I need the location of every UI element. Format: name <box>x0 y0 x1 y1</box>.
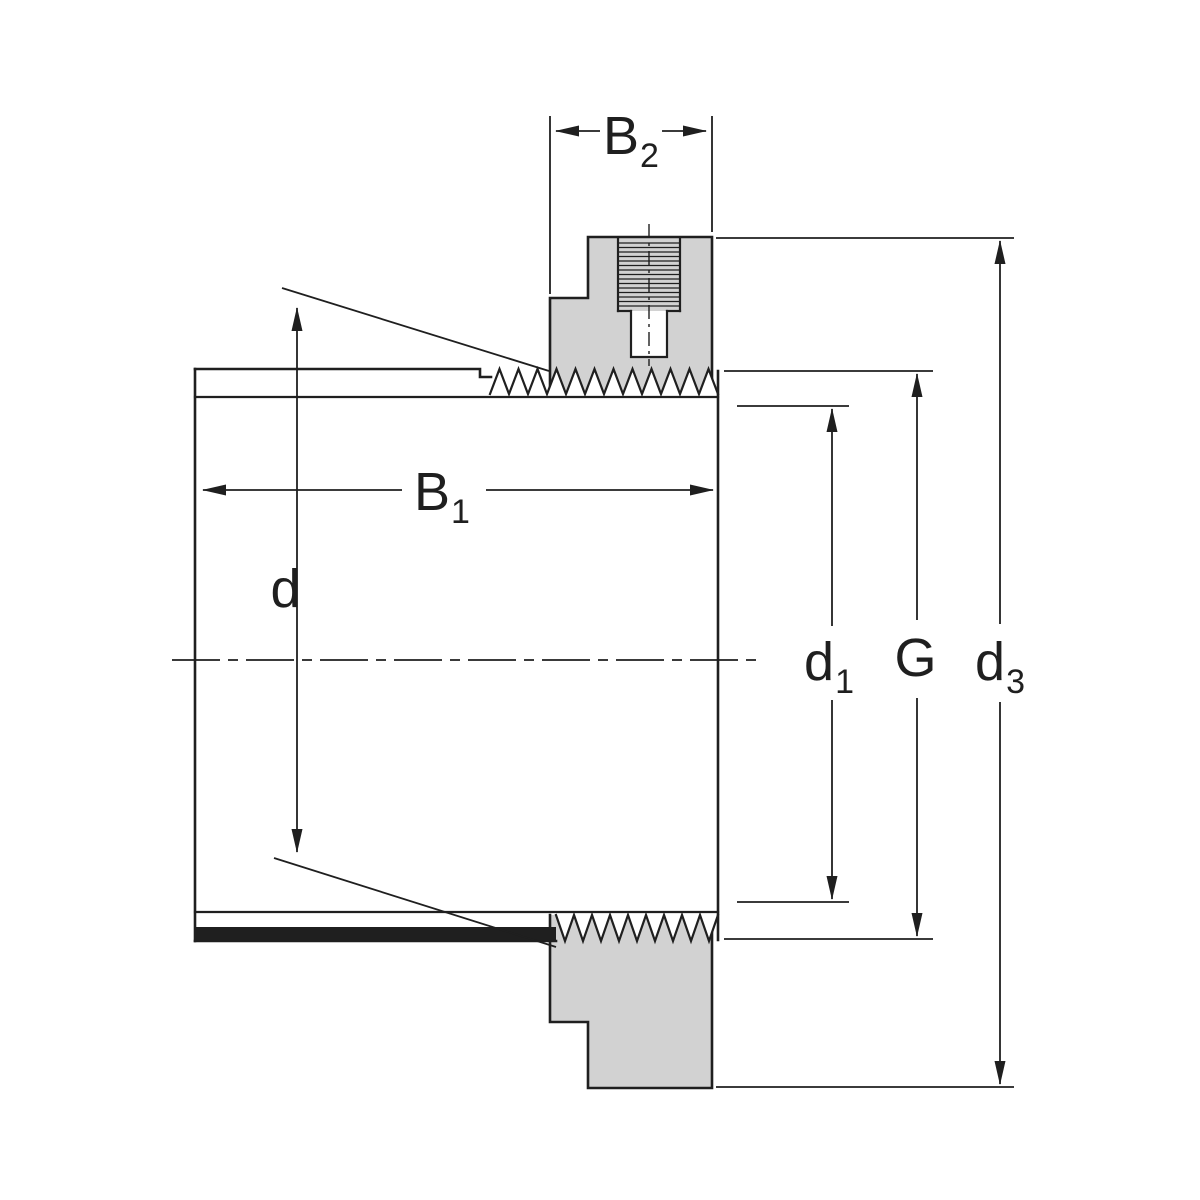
dim-label-b1-base: B <box>414 462 451 522</box>
thread-hatch <box>619 242 679 307</box>
dimension-d1 <box>737 405 849 903</box>
dim-label-g-base: G <box>894 628 937 688</box>
top-thread-zigzag <box>488 365 720 398</box>
bottom-locknut <box>548 913 714 1090</box>
sleeve-body <box>193 287 720 948</box>
dim-label-d3-base: d <box>975 632 1006 692</box>
locknut-screw-bore <box>616 224 682 366</box>
dim-label-d1-base: d <box>804 632 835 692</box>
dim-label-b2: B2 <box>600 106 662 173</box>
dim-label-d3-sub: 3 <box>1006 663 1025 701</box>
dimension-g <box>724 370 933 940</box>
dim-label-d: d <box>267 562 304 616</box>
dim-label-b1: B1 <box>411 462 473 529</box>
dim-label-b2-base: B <box>603 106 640 166</box>
dimension-b2 <box>549 116 713 294</box>
dim-label-d1: d1 <box>801 632 857 699</box>
dim-label-d3: d3 <box>972 632 1028 699</box>
dimension-d3 <box>716 237 1014 1088</box>
sleeve-bottom-section-band <box>195 927 556 941</box>
slit-diagonal-top <box>281 287 550 372</box>
dim-label-b1-sub: 1 <box>451 493 470 531</box>
dim-label-d1-sub: 1 <box>835 663 854 701</box>
bottom-locknut-fill <box>550 915 712 1088</box>
bottom-thread-zigzag <box>554 911 720 945</box>
dim-label-b2-sub: 2 <box>640 137 659 175</box>
dim-label-g: G <box>891 628 941 688</box>
slit-diagonal-bottom <box>273 857 557 948</box>
dim-label-d-base: d <box>270 559 301 619</box>
